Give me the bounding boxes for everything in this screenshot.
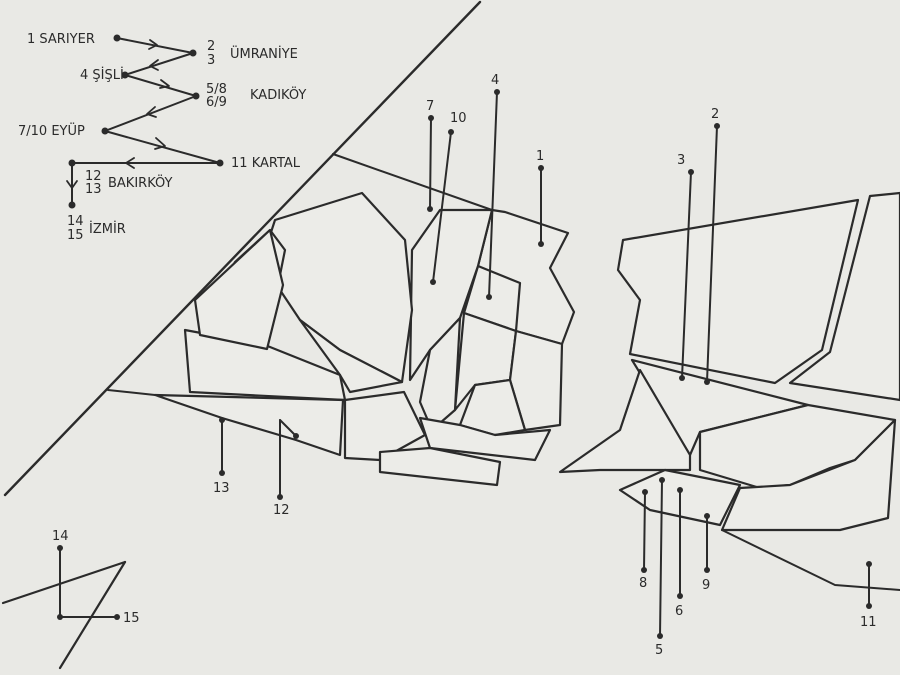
svg-text:9: 9 <box>702 578 710 593</box>
inset-marker-15: 15 <box>123 611 140 626</box>
svg-text:13: 13 <box>213 481 230 496</box>
kartal-edge <box>721 529 900 591</box>
legend-label-eyup: 7/10 EYÜP <box>18 122 85 139</box>
legend-label-bakirkoy: BAKIRKÖY <box>108 174 173 191</box>
piece-bottom-strip <box>378 446 502 487</box>
piece-center-b <box>418 316 462 432</box>
piece-sliver <box>298 318 404 394</box>
piece-right-edge <box>788 191 900 402</box>
diagonal-divider-line <box>3 0 482 497</box>
piece-upper-left <box>193 228 285 351</box>
piece-bakirkoy <box>153 393 345 457</box>
marker-12: 12 <box>273 419 299 518</box>
inset-izmir: 14 15 <box>1 529 140 670</box>
marker-10: 10 <box>430 111 467 285</box>
svg-text:4: 4 <box>491 73 499 88</box>
svg-text:8: 8 <box>639 576 647 591</box>
legend-label-sisli: 4 ŞİŞLİ <box>80 67 124 83</box>
marker-1: 1 <box>536 149 544 247</box>
piece-center-low <box>343 390 427 462</box>
svg-text:5: 5 <box>655 643 663 658</box>
legend: 1 SARIYER 2 3 ÜMRANİYE 4 ŞİŞLİ 5/8 6/9 K… <box>18 32 306 243</box>
legend-number-umraniye-bottom: 3 <box>207 53 215 68</box>
legend-number-kadikoy-top: 5/8 <box>206 82 227 97</box>
legend-label-izmir: İZMİR <box>89 221 126 237</box>
legend-number-kadikoy-bottom: 6/9 <box>206 95 227 110</box>
svg-text:10: 10 <box>450 111 467 126</box>
legend-number-bakirkoy-top: 12 <box>85 169 102 184</box>
strip-top-edge <box>332 153 493 211</box>
piece-kadikoy-left <box>558 368 692 474</box>
inset-diagonal-upper <box>1 560 127 605</box>
piece-center-d <box>458 378 527 437</box>
legend-label-umraniye: ÜMRANİYE <box>230 45 298 62</box>
marker-13: 13 <box>213 417 230 496</box>
piece-eyup <box>408 208 494 382</box>
markers: 1 2 3 4 5 6 7 <box>213 73 877 658</box>
marker-2: 2 <box>704 107 720 385</box>
svg-text:3: 3 <box>677 153 685 168</box>
svg-text:7: 7 <box>426 99 434 114</box>
legend-label-kadikoy: KADIKÖY <box>250 86 306 103</box>
inset-marker-14: 14 <box>52 529 69 544</box>
legend-number-bakirkoy-bottom: 13 <box>85 182 102 197</box>
svg-text:6: 6 <box>675 604 683 619</box>
svg-text:2: 2 <box>711 107 719 122</box>
piece-kadikoy-right <box>698 403 897 490</box>
piece-far-right <box>720 418 897 532</box>
marker-7: 7 <box>426 99 434 212</box>
svg-text:12: 12 <box>273 503 290 518</box>
legend-number-umraniye-top: 2 <box>207 39 215 54</box>
legend-label-kartal: 11 KARTAL <box>231 156 301 171</box>
marker-9: 9 <box>702 513 710 593</box>
marker-8: 8 <box>639 489 648 591</box>
svg-text:1: 1 <box>536 149 544 164</box>
marker-6: 6 <box>675 487 683 619</box>
marker-5: 5 <box>655 477 665 658</box>
marker-3: 3 <box>677 153 694 381</box>
strip-left-edge <box>107 389 156 396</box>
left-shape-cluster <box>107 153 576 487</box>
marker-11: 11 <box>860 561 877 630</box>
legend-number-izmir-top: 14 <box>67 214 84 229</box>
piece-center-c <box>508 329 564 432</box>
legend-number-izmir-bottom: 15 <box>67 228 84 243</box>
legend-label-sariyer: 1 SARIYER <box>27 32 95 47</box>
svg-text:11: 11 <box>860 615 877 630</box>
piece-umraniye <box>616 198 860 385</box>
legend-zigzag-path <box>66 34 224 209</box>
inset-diagonal-lower <box>58 560 127 670</box>
marker-4: 4 <box>486 73 500 300</box>
